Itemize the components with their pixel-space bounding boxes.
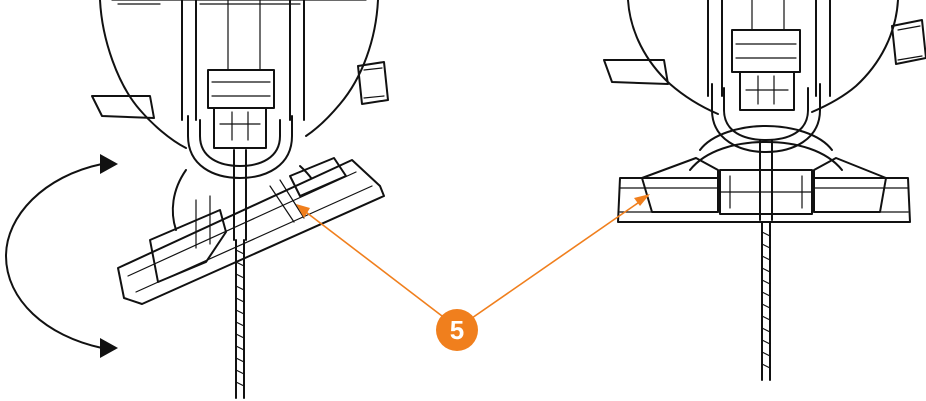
left-blade-clamp (207, 69, 275, 109)
callout-badge (436, 309, 478, 351)
left-guide-rods (181, 0, 305, 121)
right-housing-left-edge (627, 0, 719, 115)
right-yoke (711, 83, 821, 153)
left-base-bracket (149, 209, 227, 283)
right-base-bracket-left (641, 157, 719, 213)
callout-arrowhead-left (296, 204, 310, 218)
right-housing-right-edge (811, 0, 899, 113)
left-blade-holder (233, 149, 247, 241)
right-side-tab (603, 59, 669, 85)
right-base-bracket-right (813, 157, 887, 213)
left-side-knob (357, 61, 389, 105)
left-yoke (187, 115, 293, 179)
right-side-knob (891, 19, 926, 65)
callout-5: 5 (296, 194, 650, 351)
callout-leader-left (297, 205, 443, 317)
left-tilted-base-plate (117, 159, 385, 305)
right-blade-clamp (731, 29, 801, 73)
curved-double-arrow-icon (5, 154, 118, 358)
left-housing-right-edge (305, 0, 379, 137)
jigsaw-base-level-view (603, 0, 926, 381)
callout-arrowhead-right (634, 194, 650, 206)
left-side-tab (91, 95, 155, 119)
callout-number: 5 (450, 315, 464, 345)
left-housing-left-edge (99, 0, 187, 149)
right-blade-holder (759, 139, 773, 221)
jigsaw-base-tilted-view (91, 0, 389, 399)
right-guide-rods (707, 0, 831, 97)
callout-leader-right (471, 195, 649, 319)
